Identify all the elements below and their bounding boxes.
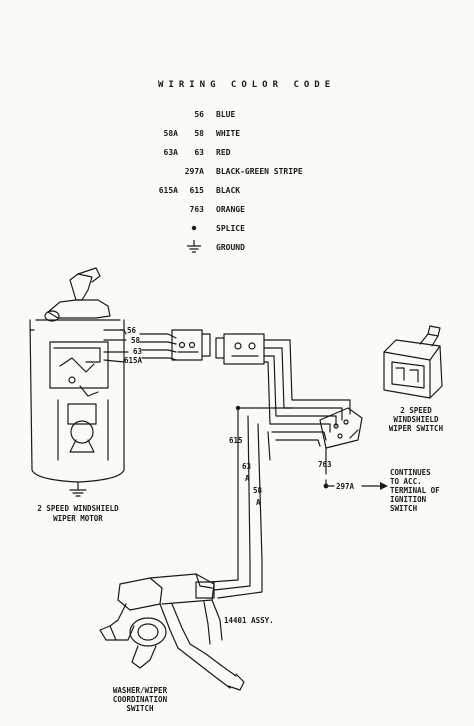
wire-label-63-a: A	[245, 474, 250, 483]
motor-terminal-615a: 615A	[124, 356, 143, 365]
assembly-part-number: 14401 ASSY.	[224, 616, 274, 625]
switch-caption-line3: WIPER SWITCH	[388, 424, 444, 433]
coordination-caption-line3: SWITCH	[126, 704, 154, 713]
main-trunk-wires	[237, 339, 351, 561]
motor-harness-wires	[139, 333, 177, 361]
continues-line2: TO ACC.	[390, 477, 422, 486]
wire-label-63: 63	[242, 462, 252, 471]
wire-label-297a: 297A	[336, 482, 355, 491]
coordination-caption-line2: COORDINATION	[112, 695, 168, 704]
legend-code-alt: 58A	[163, 129, 178, 138]
legend-row-black: 615A 615 BLACK	[150, 186, 350, 200]
legend-color: WHITE	[216, 129, 241, 138]
wiper-motor-drawing	[29, 267, 129, 497]
wire-label-763: 763	[318, 460, 332, 469]
switch-caption-line2: WINDSHIELD	[393, 415, 439, 424]
legend-row-splice: SPLICE	[150, 224, 350, 238]
arrow-head-continues	[380, 482, 388, 490]
wiper-switch-drawing	[383, 325, 443, 399]
splice-dot-harness	[235, 405, 241, 411]
legend-title: WIRING COLOR CODE	[158, 80, 336, 90]
legend-ground-label: GROUND	[216, 243, 245, 252]
legend-color: BLUE	[216, 110, 236, 119]
splice-dot-697	[323, 483, 329, 489]
coordination-switch-wires	[209, 559, 263, 599]
legend-ground-symbol	[187, 240, 201, 253]
ignition-branch-wires	[325, 447, 381, 487]
continues-line4: IGNITION	[390, 495, 427, 504]
legend-splice-dot	[191, 225, 197, 231]
motor-terminal-58: 58	[131, 336, 141, 345]
motor-terminal-56: 56	[127, 326, 137, 335]
legend-row-blue: 56 BLUE	[150, 110, 350, 124]
legend-color: BLACK-GREEN STRIPE	[216, 167, 303, 176]
legend-color: BLACK	[216, 186, 241, 195]
legend-code: 58	[194, 129, 204, 138]
legend-row-white: 58A 58 WHITE	[150, 129, 350, 143]
legend-row-red: 63A 63 RED	[150, 148, 350, 162]
connector-pair	[171, 329, 265, 365]
legend-code-alt: 615A	[158, 186, 178, 195]
legend-color: ORANGE	[216, 205, 245, 214]
continues-line1: CONTINUES	[390, 468, 431, 477]
wiper-switch-connector	[319, 407, 363, 449]
switch-caption-line1: 2 SPEED	[400, 406, 432, 415]
motor-terminal-63: 63	[133, 347, 143, 356]
wire-label-58: 58	[253, 486, 263, 495]
coordination-caption-line1: WASHER/WIPER	[112, 686, 168, 695]
legend-row-orange: 763 ORANGE	[150, 205, 350, 219]
legend-code: 763	[189, 205, 204, 214]
legend-row-ground: GROUND	[150, 243, 350, 257]
legend-code-alt: 63A	[163, 148, 178, 157]
legend-code: 63	[194, 148, 204, 157]
legend-code: 615	[189, 186, 204, 195]
motor-caption-line2: WIPER MOTOR	[53, 514, 103, 523]
wire-label-58-a: A	[256, 498, 261, 507]
motor-caption-line1: 2 SPEED WINDSHIELD	[37, 504, 119, 513]
coordination-switch-drawing	[99, 573, 245, 691]
legend-color: RED	[216, 148, 231, 157]
continues-line5: SWITCH	[390, 504, 418, 513]
legend-splice-label: SPLICE	[216, 224, 245, 233]
legend-code: 56	[194, 110, 204, 119]
legend-row-black-green: 297A BLACK-GREEN STRIPE	[150, 167, 350, 181]
wire-label-615: 615	[229, 436, 243, 445]
continues-line3: TERMINAL OF	[390, 486, 440, 495]
legend-code: 297A	[184, 167, 204, 176]
